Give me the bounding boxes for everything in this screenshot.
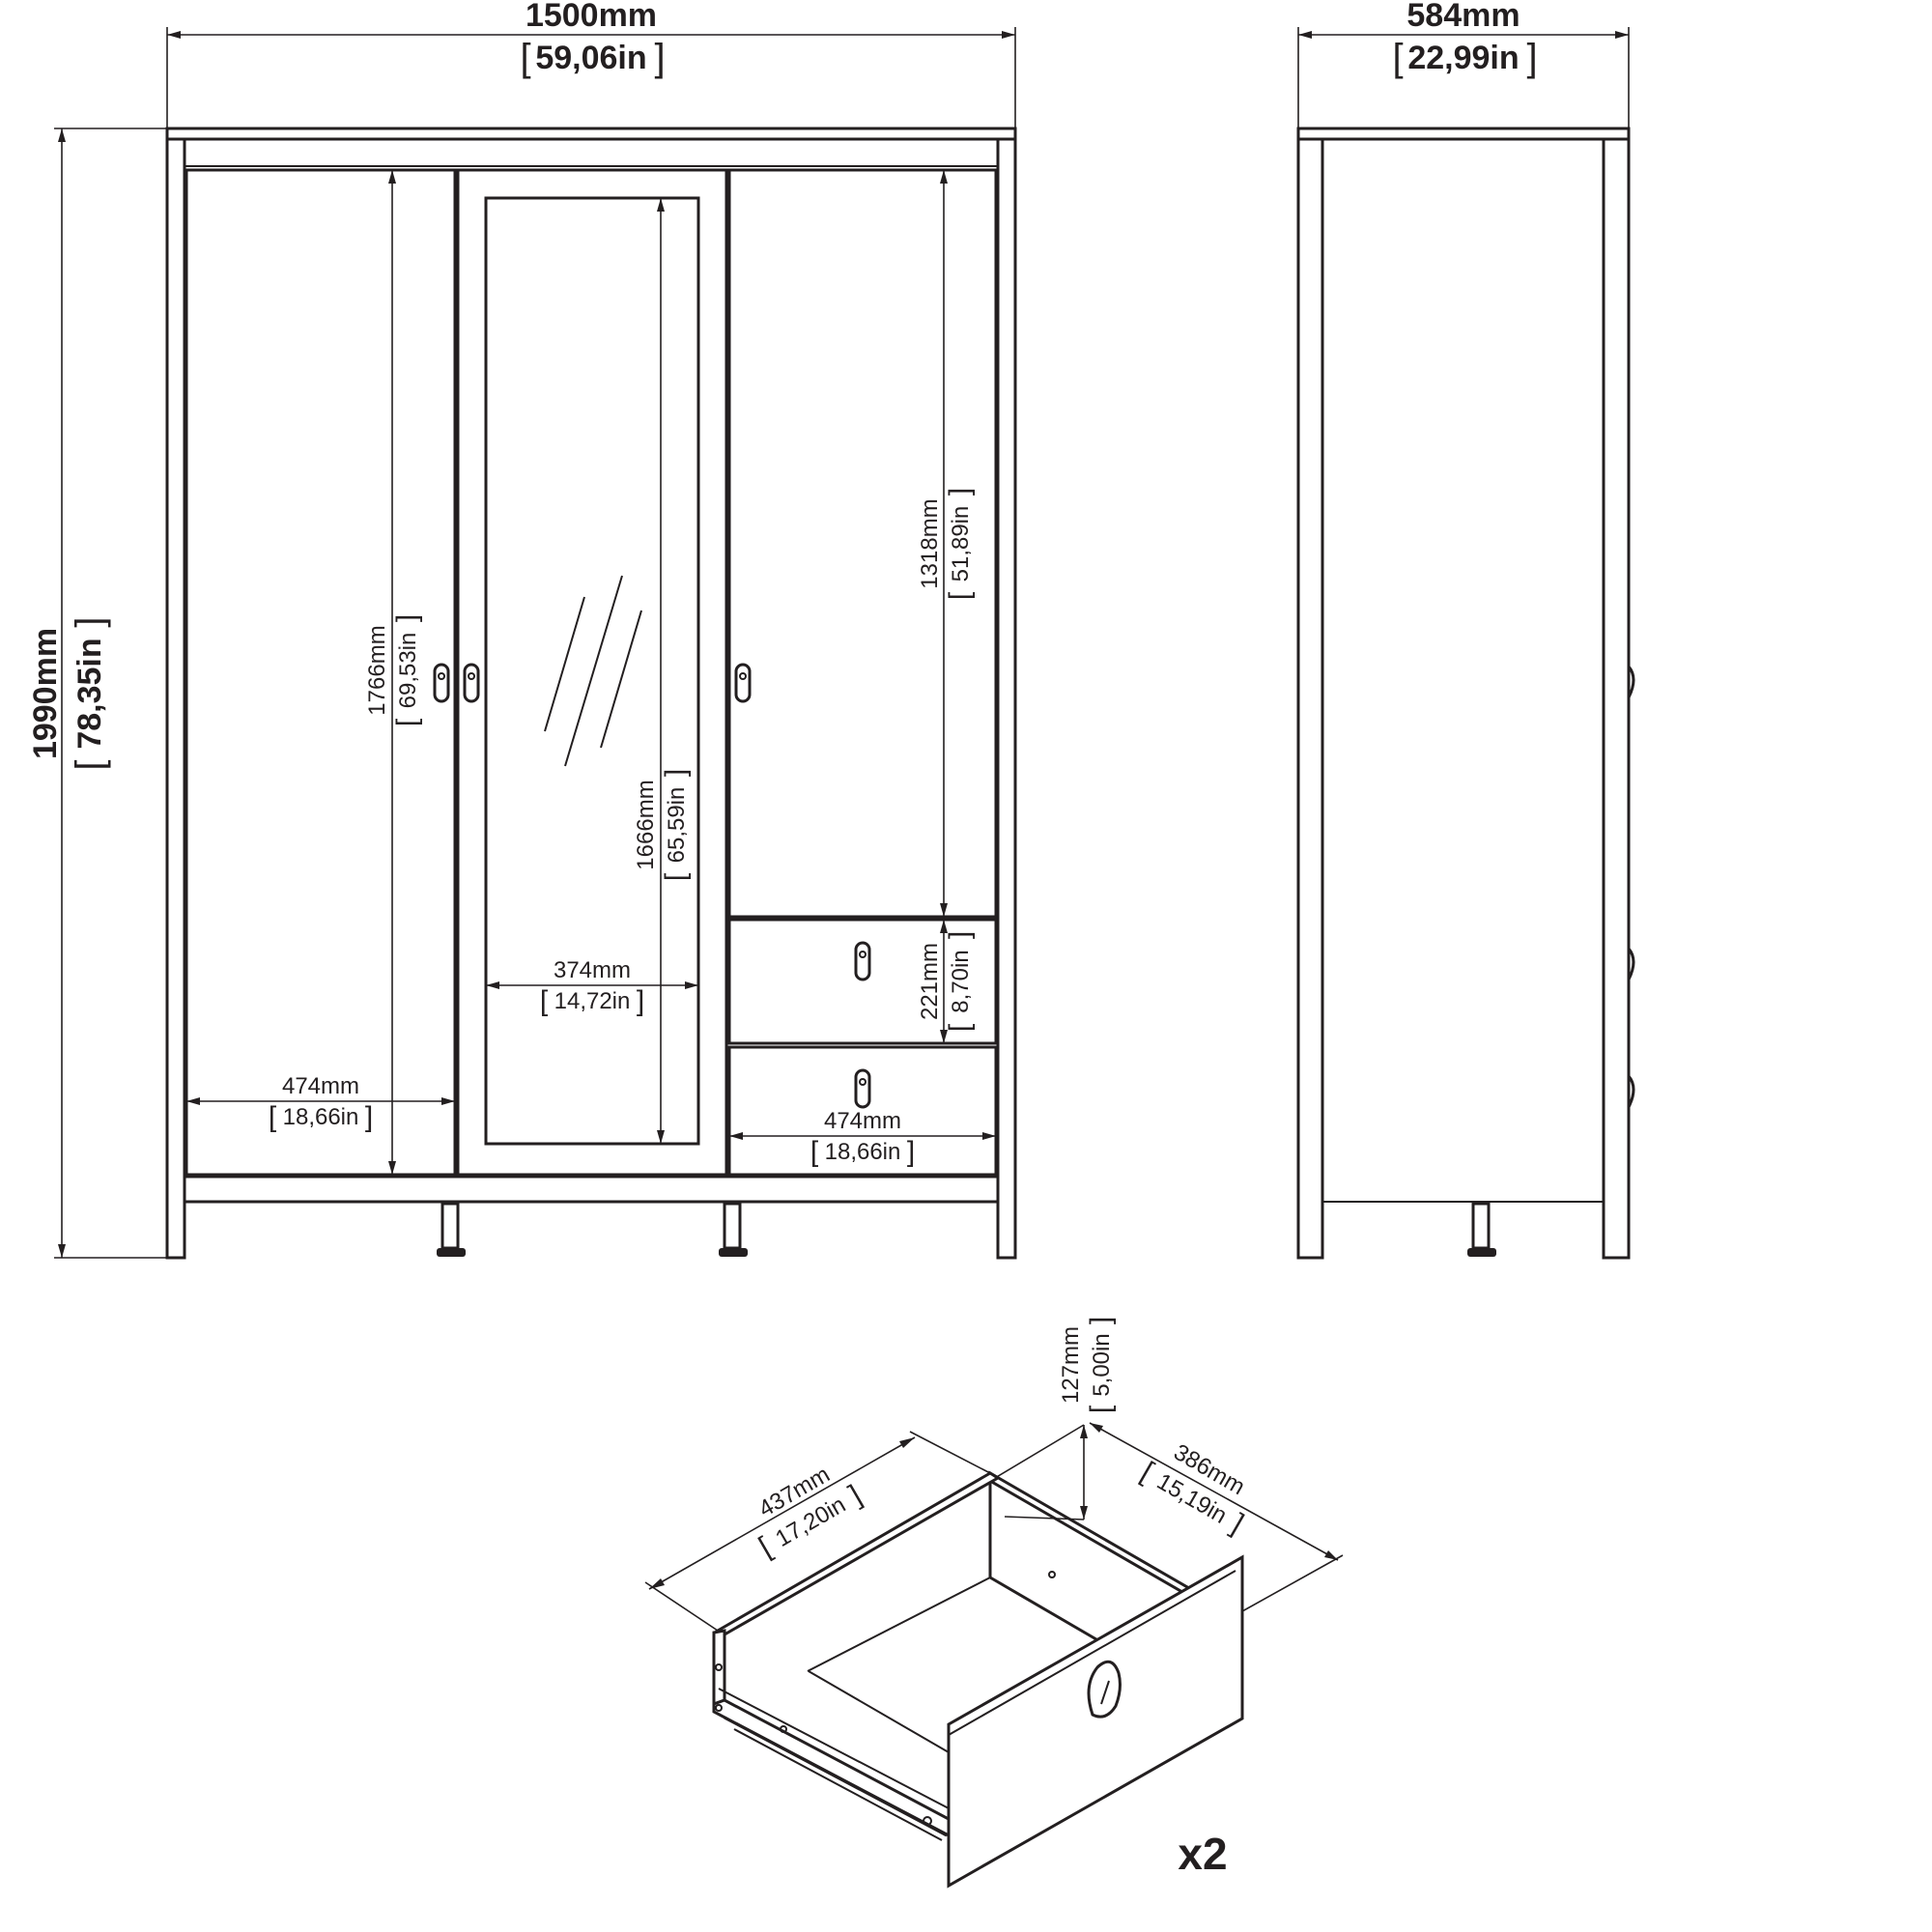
bracket-icon: ] bbox=[69, 616, 111, 627]
glass-height-in-label: 65,59in bbox=[664, 787, 690, 864]
bracket-icon: ] bbox=[1226, 1508, 1249, 1540]
right-door-height-mm-label: 1318mm bbox=[917, 498, 943, 588]
bracket-icon: [ bbox=[391, 718, 423, 726]
bracket-icon: [ bbox=[69, 759, 111, 770]
drawer-quantity-label: x2 bbox=[1178, 1829, 1227, 1879]
glass-width-dimension bbox=[486, 981, 698, 989]
bracket-icon: [ bbox=[269, 1101, 277, 1133]
drawer-height-dimension bbox=[994, 1424, 1088, 1520]
handle-icon bbox=[854, 1068, 871, 1109]
depth-mm-label: 584mm bbox=[1406, 0, 1520, 34]
bracket-icon: [ bbox=[1085, 1405, 1117, 1413]
handle-profile-icon bbox=[1627, 948, 1635, 980]
handle-icon bbox=[433, 663, 450, 703]
glass-height-mm-label: 1666mm bbox=[633, 780, 659, 869]
height-mm-label: 1990mm bbox=[27, 628, 64, 759]
glass-width-mm-label: 374mm bbox=[554, 957, 631, 983]
drawer-width-dimension bbox=[729, 1132, 996, 1140]
handle-profile-icon bbox=[1627, 666, 1635, 698]
drawer-front-height-dimension bbox=[940, 920, 948, 1043]
left-door-height-dimension bbox=[388, 170, 396, 1175]
leg bbox=[1467, 1202, 1496, 1257]
bracket-icon: ] bbox=[391, 614, 423, 622]
leg bbox=[437, 1202, 466, 1257]
left-door-width-dimension bbox=[186, 1097, 455, 1105]
drawer-handle-icon bbox=[1087, 1660, 1122, 1719]
right-door bbox=[727, 168, 998, 919]
glass-panel bbox=[484, 196, 700, 1146]
drawer-depth-dimension bbox=[1089, 1422, 1344, 1612]
side-view: 584mm [ 22,99in ] bbox=[1296, 0, 1635, 1260]
bracket-icon: ] bbox=[654, 37, 665, 79]
glass-height-dimension bbox=[657, 198, 665, 1144]
left-door-height-in-label: 69,53in bbox=[395, 633, 421, 709]
height-in-label: 78,35in bbox=[71, 638, 108, 749]
depth-in-label: 22,99in bbox=[1407, 40, 1519, 76]
bracket-icon: [ bbox=[540, 985, 549, 1017]
handle-icon bbox=[463, 663, 480, 703]
drawer-height-mm-label: 127mm bbox=[1058, 1326, 1084, 1404]
bracket-icon: ] bbox=[844, 1479, 867, 1511]
glass-width-in-label: 14,72in bbox=[554, 988, 631, 1014]
screw-hole-icon bbox=[1048, 1571, 1056, 1578]
width-mm-label: 1500mm bbox=[526, 0, 657, 34]
drawer-detail: 127mm [ 5,00in ] 437mm [ 17,20in ] bbox=[644, 1317, 1344, 1889]
drawer-height-in-label: 5,00in bbox=[1089, 1333, 1115, 1396]
center-door bbox=[456, 168, 728, 1177]
drawer-width-mm-label: 474mm bbox=[824, 1108, 901, 1134]
width-dimension bbox=[166, 27, 1016, 128]
side-front-stile bbox=[1296, 137, 1324, 1260]
bracket-icon: [ bbox=[1136, 1456, 1159, 1488]
bracket-icon: ] bbox=[1085, 1317, 1117, 1324]
drawer-front-lower bbox=[727, 1045, 998, 1177]
leg bbox=[719, 1202, 748, 1257]
handle-icon bbox=[854, 941, 871, 981]
bracket-icon: ] bbox=[944, 931, 976, 939]
left-side-panel bbox=[165, 137, 186, 1260]
bracket-icon: ] bbox=[365, 1101, 373, 1133]
bracket-icon: [ bbox=[520, 37, 530, 79]
left-door bbox=[185, 168, 457, 1177]
side-back-stile bbox=[1602, 137, 1631, 1260]
drawer-width-dimension bbox=[644, 1431, 991, 1632]
bracket-icon: ] bbox=[1526, 37, 1537, 79]
width-in-label: 59,06in bbox=[535, 40, 646, 76]
left-door-width-mm-label: 474mm bbox=[282, 1073, 359, 1099]
right-door-height-in-label: 51,89in bbox=[948, 506, 974, 582]
drawer-front-upper bbox=[727, 918, 998, 1045]
height-dimension bbox=[54, 128, 167, 1259]
glass-reflection bbox=[544, 596, 585, 732]
depth-dimension bbox=[1297, 27, 1630, 128]
bracket-icon: ] bbox=[660, 769, 692, 777]
bracket-icon: [ bbox=[944, 591, 976, 600]
front-view: 1500mm [ 59,06in ] 1990mm [ 78,35in ] 17… bbox=[27, 0, 1017, 1260]
top-board bbox=[165, 127, 1017, 141]
left-door-height-mm-label: 1766mm bbox=[364, 625, 390, 715]
drawer-front-height-in-label: 8,70in bbox=[948, 950, 974, 1012]
bracket-icon: [ bbox=[810, 1136, 819, 1168]
drawer-width-in-label: 18,66in bbox=[825, 1139, 901, 1165]
drawer-runner bbox=[724, 1716, 948, 1837]
side-top-board bbox=[1296, 127, 1631, 141]
runner-wheel-icon bbox=[923, 1816, 932, 1826]
right-side-panel bbox=[996, 137, 1017, 1260]
handle-icon bbox=[734, 663, 752, 703]
left-door-width-in-label: 18,66in bbox=[283, 1104, 359, 1130]
right-door-height-dimension bbox=[940, 170, 948, 917]
bracket-icon: [ bbox=[660, 872, 692, 881]
bracket-icon: [ bbox=[753, 1531, 777, 1563]
bracket-icon: [ bbox=[944, 1023, 976, 1032]
bracket-icon: ] bbox=[944, 488, 976, 496]
drawer-front-height-mm-label: 221mm bbox=[917, 943, 943, 1020]
handle-profile-icon bbox=[1627, 1075, 1635, 1108]
bracket-icon: ] bbox=[907, 1136, 915, 1168]
bracket-icon: [ bbox=[1392, 37, 1403, 79]
bracket-icon: ] bbox=[637, 985, 644, 1017]
